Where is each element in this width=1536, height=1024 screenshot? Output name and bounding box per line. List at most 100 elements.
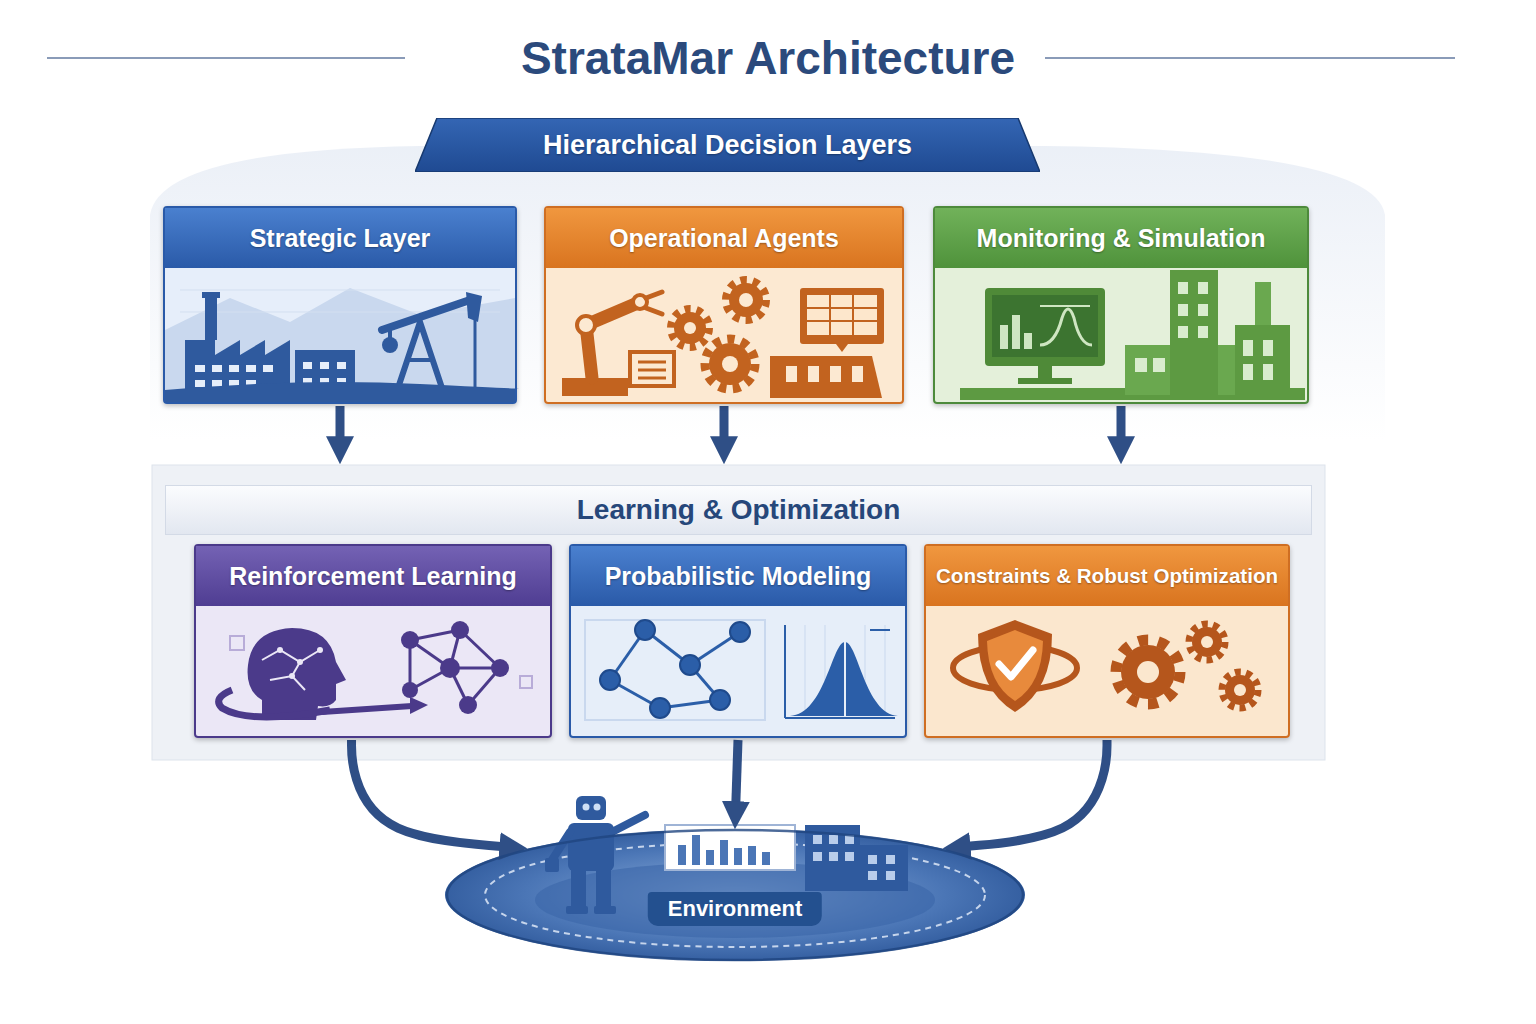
diagram-title: StrataMar Architecture — [0, 26, 1536, 90]
decoration — [720, 840, 728, 865]
robot-arm-illustration — [577, 316, 595, 334]
decoration — [674, 312, 706, 344]
robot-figure — [568, 823, 614, 871]
decoration — [1263, 364, 1273, 380]
decoration — [726, 280, 766, 320]
decoration — [195, 365, 205, 372]
industry-illustration — [165, 288, 519, 402]
flow-arrow — [959, 740, 1107, 847]
flow-arrow — [736, 740, 738, 812]
robot-figure — [545, 858, 559, 872]
layer-box: Strategic Layer — [163, 206, 517, 404]
monitoring-illustration — [985, 288, 1105, 366]
flow-arrow — [336, 406, 345, 447]
decoration — [1178, 326, 1188, 338]
decoration — [1153, 358, 1165, 372]
decoration — [1201, 636, 1213, 648]
robot-arm-illustration — [770, 356, 882, 398]
decoration — [684, 322, 696, 334]
decoration — [808, 366, 819, 382]
decoration — [246, 365, 256, 372]
robot-arm-illustration — [807, 295, 877, 335]
decoration — [401, 621, 509, 714]
city-buildings — [860, 845, 908, 891]
monitoring-illustration — [1040, 309, 1092, 345]
decoration — [730, 622, 750, 642]
robot-figure — [612, 815, 645, 832]
monitoring-illustration — [1000, 325, 1008, 349]
box-heading: Monitoring & Simulation — [935, 208, 1307, 268]
decoration — [1198, 304, 1208, 316]
decoration — [1121, 645, 1175, 699]
decoration — [277, 647, 283, 653]
decoration — [600, 670, 620, 690]
flow-arrow — [720, 406, 729, 447]
environment-platform — [445, 829, 1025, 961]
industry-illustration — [388, 330, 392, 345]
robot-figure — [594, 804, 601, 811]
decoration — [317, 647, 323, 653]
decoration — [320, 362, 329, 369]
decoration — [829, 835, 838, 844]
decoration — [1189, 624, 1225, 660]
decoration — [1198, 282, 1208, 294]
decoration — [459, 696, 477, 714]
robot-arm-illustration — [638, 361, 666, 364]
industry-illustration — [165, 382, 519, 402]
decoration — [678, 835, 770, 865]
box-body — [935, 266, 1307, 402]
probability-illustration — [785, 717, 895, 719]
decoration — [748, 846, 756, 865]
industry-illustration — [466, 292, 482, 322]
decoration — [289, 673, 295, 679]
monitoring-illustration — [1018, 378, 1072, 384]
decoration — [845, 852, 854, 861]
layer-box: Monitoring & Simulation — [933, 206, 1309, 404]
group-panel: Learning & OptimizationReinforcement Lea… — [152, 465, 1325, 760]
monitoring-illustration — [960, 270, 1305, 400]
decoration — [739, 293, 753, 307]
decoration — [868, 855, 877, 864]
decoration — [635, 620, 655, 640]
decoration — [1263, 340, 1273, 356]
decoration — [829, 852, 838, 861]
decoration — [680, 655, 700, 675]
decoration — [303, 362, 312, 369]
decoration — [805, 625, 806, 716]
decoration — [1178, 282, 1188, 294]
decoration — [410, 630, 500, 705]
industry-illustration — [180, 290, 500, 291]
background-arc — [152, 465, 1325, 760]
robot-arm-illustration — [630, 352, 674, 386]
decoration — [726, 280, 766, 320]
layer-box: Reinforcement Learning — [194, 544, 552, 738]
industry-illustration — [382, 300, 470, 330]
decoration — [277, 647, 323, 679]
decoration — [852, 366, 863, 382]
decoration — [1116, 640, 1180, 704]
robot-arm-illustration — [807, 307, 877, 309]
decoration — [678, 845, 686, 865]
panel-heading: Learning & Optimization — [165, 485, 1312, 535]
environment-platform — [485, 843, 985, 947]
decoration — [671, 309, 709, 347]
industry-illustration — [474, 320, 477, 388]
box-body — [165, 266, 515, 402]
decoration — [1243, 340, 1253, 356]
decoration — [886, 855, 895, 864]
decoration — [451, 621, 469, 639]
title-rule — [47, 57, 405, 59]
learning-illustration — [219, 690, 330, 717]
decoration — [1135, 282, 1273, 380]
robot-figure — [594, 906, 616, 914]
robot-figure — [566, 906, 588, 914]
decoration — [297, 659, 303, 665]
box-body — [546, 266, 902, 402]
decoration — [1137, 661, 1159, 683]
decoration — [1116, 640, 1180, 704]
decoration — [1192, 627, 1222, 657]
box-body — [926, 604, 1288, 736]
layer-box: Operational Agents — [544, 206, 904, 404]
decoration — [709, 343, 751, 385]
industry-illustration — [202, 292, 220, 298]
